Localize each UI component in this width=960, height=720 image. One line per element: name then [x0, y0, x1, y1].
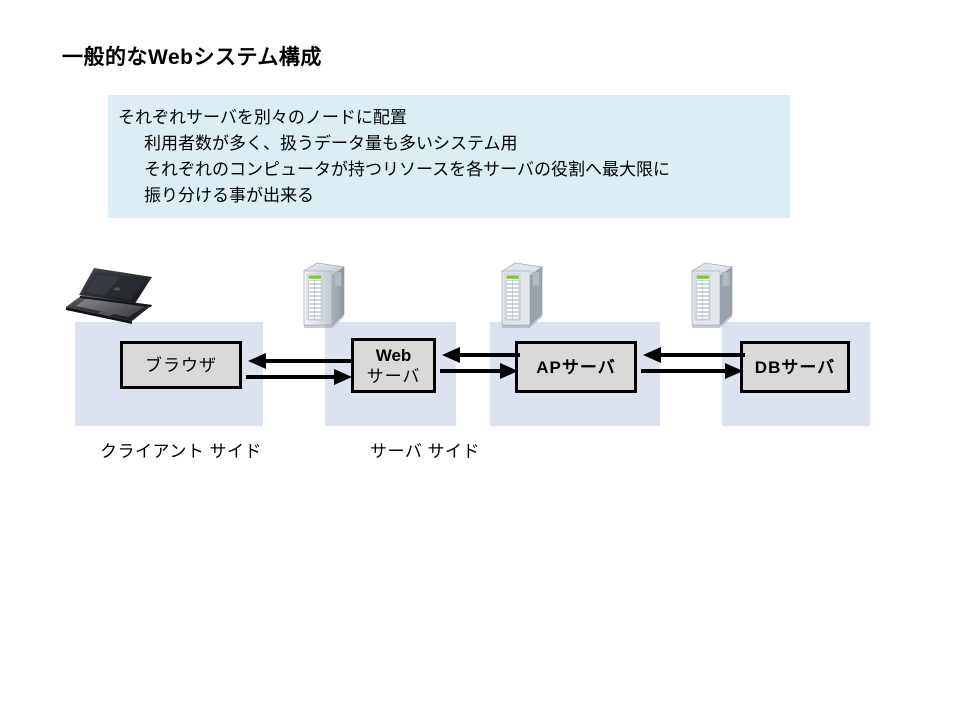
server-tower-icon [688, 259, 736, 333]
node-label-db: DBサーバ [754, 357, 836, 377]
node-label-web-en: Web [375, 345, 412, 365]
description-line-4: 振り分ける事が出来る [144, 186, 314, 205]
node-box-web-server[interactable]: Web サーバ [351, 338, 436, 393]
connector-ap-db [641, 346, 745, 380]
connector-browser-web [246, 352, 354, 386]
label-client-side: クライアント サイド [100, 442, 263, 461]
node-label-browser: ブラウザ [145, 355, 217, 375]
node-box-db-server[interactable]: DBサーバ [740, 341, 850, 393]
node-label-web-jp: サーバ [366, 366, 421, 386]
description-box: それぞれサーバを別々のノードに配置 利用者数が多く、扱うデータ量も多いシステム用… [108, 95, 790, 218]
label-server-side: サーバ サイド [370, 442, 481, 461]
description-text-block: それぞれサーバを別々のノードに配置 利用者数が多く、扱うデータ量も多いシステム用… [118, 105, 788, 209]
description-line-3: それぞれのコンピュータが持つリソースを各サーバの役割へ最大限に [144, 160, 670, 179]
description-line-2: 利用者数が多く、扱うデータ量も多いシステム用 [144, 134, 518, 153]
page-title: 一般的なWebシステム構成 [62, 46, 322, 69]
connector-web-ap [440, 346, 520, 380]
server-tower-icon [300, 259, 348, 333]
description-line-1: それぞれサーバを別々のノードに配置 [118, 108, 407, 127]
node-label-ap: APサーバ [536, 357, 616, 377]
server-tower-icon [498, 259, 546, 333]
node-box-ap-server[interactable]: APサーバ [515, 341, 637, 393]
node-box-browser[interactable]: ブラウザ [120, 341, 242, 389]
laptop-icon [60, 258, 164, 332]
